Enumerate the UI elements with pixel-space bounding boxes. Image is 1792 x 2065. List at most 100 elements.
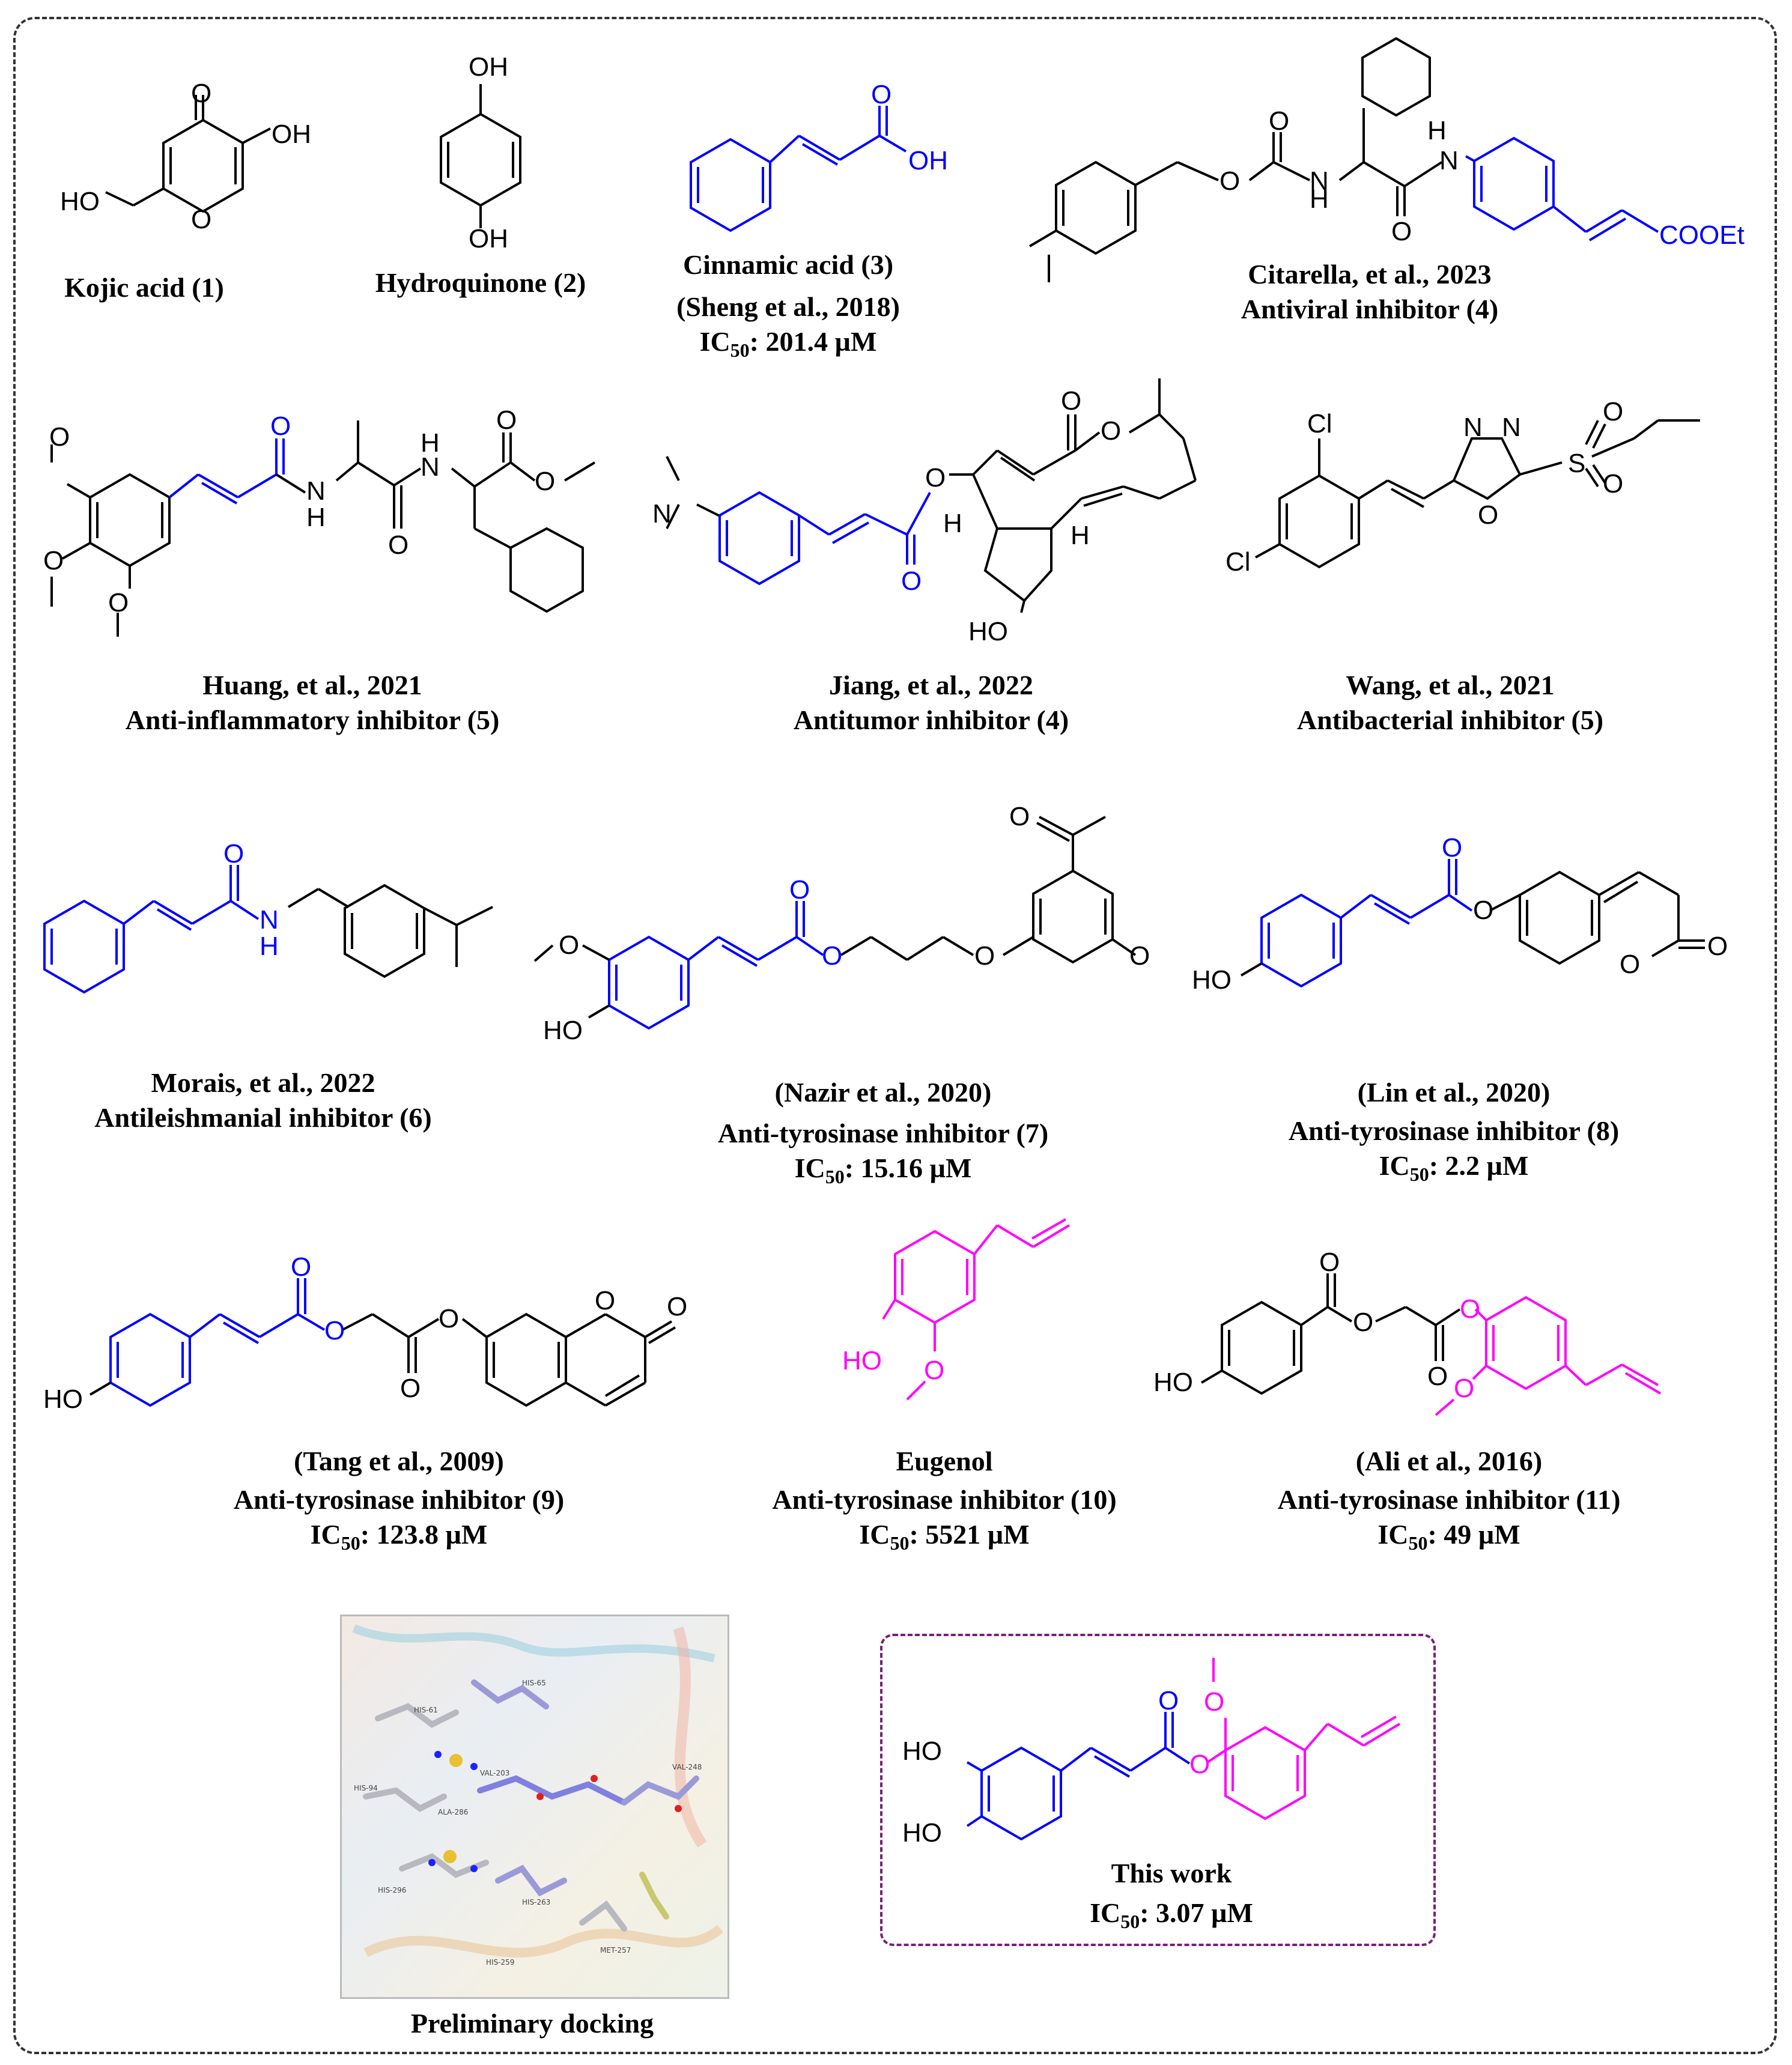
atom-cooet: COOEt — [1659, 220, 1745, 250]
atom-ho: HO — [43, 1384, 83, 1414]
atom-o: O — [1391, 217, 1412, 246]
atom-o: O — [789, 875, 810, 905]
caption-activity: Antibacterial inhibitor (5) — [1296, 705, 1604, 735]
atom-o: O — [1009, 802, 1030, 831]
atom-n: N — [1439, 146, 1459, 175]
structure-hydroquinone — [440, 84, 521, 228]
caption-activity: Antiviral inhibitor (4) — [1241, 294, 1499, 324]
atom-o: O — [1427, 1362, 1448, 1391]
ic50-value: : 5521 µM — [909, 1519, 1030, 1550]
caption-name: Eugenol — [896, 1446, 993, 1476]
residue-label: HIS-94 — [354, 1784, 378, 1792]
caption-activity: Anti-tyrosinase inhibitor (10) — [772, 1484, 1117, 1515]
atom-oh: OH — [469, 224, 508, 253]
caption-ic50: IC50: 2.2 µM — [1289, 1148, 1619, 1192]
caption-ic50: IC50: 201.4 µM — [676, 324, 900, 368]
caption-activity: Anti-inflammatory inhibitor (5) — [125, 705, 500, 735]
scheme-frame — [13, 17, 1777, 2054]
structure-jiang — [666, 456, 721, 529]
caption-activity: Anti-tyrosinase inhibitor (9) — [233, 1484, 565, 1515]
ic50-label: IC — [794, 1153, 825, 1183]
caption-reference: Huang, et al., 2021 — [202, 670, 422, 700]
atom-o: O — [49, 422, 70, 452]
caption-c11: (Ali et al., 2016) Anti-tyrosinase inhib… — [1278, 1444, 1621, 1560]
atom-o: O — [1269, 106, 1289, 136]
docking-caption: Preliminary docking — [410, 2008, 654, 2039]
residue-label: VAL-248 — [672, 1763, 702, 1771]
atom-o: O — [1158, 1686, 1179, 1715]
atom-o: O — [400, 1374, 421, 1403]
residue-label: MET-257 — [600, 1946, 631, 1954]
ic50-value: : 15.16 µM — [844, 1153, 972, 1183]
atom-o: O — [1319, 1248, 1340, 1277]
atom-ho: HO — [1192, 965, 1232, 995]
caption-ic50: IC50: 123.8 µM — [234, 1517, 564, 1560]
atom-h: H — [306, 503, 326, 532]
atom-o: O — [1454, 1374, 1474, 1403]
ic50-label: IC — [699, 326, 730, 357]
ic50-subscript: 50 — [730, 339, 750, 362]
structure-eugenol — [882, 1218, 1071, 1401]
structure-ali — [1200, 1273, 1461, 1395]
caption-name: Cinnamic acid (3) — [682, 249, 894, 280]
atom-cl: Cl — [1307, 409, 1332, 438]
caption-activity: Antileishmanial inhibitor (6) — [94, 1102, 432, 1133]
caption-reference: (Tang et al., 2009) — [294, 1446, 504, 1476]
atom-n: N — [1463, 413, 1483, 442]
atom-o: O — [1620, 950, 1640, 979]
atom-h: H — [260, 932, 279, 961]
caption-c1: Kojic acid (1) — [64, 270, 224, 305]
residue-label: ALA-286 — [438, 1808, 468, 1816]
atom-o: O — [925, 463, 946, 493]
atom-o: O — [1603, 397, 1623, 426]
atom-o: O — [496, 405, 517, 435]
atom-o: O — [1204, 1687, 1224, 1717]
caption-reference: Morais, et al., 2022 — [151, 1067, 375, 1098]
atom-o: O — [559, 930, 579, 960]
caption-c6: Morais, et al., 2022 Antileishmanial inh… — [94, 1066, 431, 1135]
atom-o: O — [1219, 166, 1240, 196]
caption-name: Hydroquinone (2) — [375, 267, 586, 298]
structure-lin — [1260, 859, 1473, 988]
atom-cl: Cl — [1226, 547, 1251, 577]
atom-ho: HO — [902, 1736, 942, 1766]
this-work-box — [880, 1634, 1436, 1946]
atom-o: O — [108, 588, 129, 617]
atom-oh: OH — [272, 120, 311, 149]
atom-n: N — [260, 905, 279, 935]
ic50-subscript: 50 — [1409, 1163, 1429, 1186]
ic50-label: IC — [310, 1519, 341, 1550]
ic50-value: : 2.2 µM — [1429, 1150, 1529, 1181]
atom-o: O — [439, 1304, 459, 1333]
atom-o: O — [1473, 896, 1493, 925]
caption-c7: (Nazir et al., 2020) Anti-tyrosinase inh… — [718, 1075, 1048, 1194]
caption-c4a: Citarella, et al., 2023 Antiviral inhibi… — [1241, 257, 1499, 327]
atom-o: O — [667, 1292, 687, 1321]
atom-o: O — [1061, 386, 1081, 416]
caption-c10: Eugenol Anti-tyrosinase inhibitor (10) I… — [772, 1444, 1116, 1560]
atom-o: O — [595, 1286, 615, 1315]
structure-kojic-acid — [105, 95, 271, 213]
caption-activity: Anti-tyrosinase inhibitor (11) — [1277, 1484, 1621, 1515]
caption-reference: (Lin et al., 2020) — [1357, 1077, 1551, 1108]
caption-c8: (Lin et al., 2020) Anti-tyrosinase inhib… — [1289, 1075, 1619, 1192]
atom-h: H — [1071, 521, 1090, 550]
caption-c5b: Wang, et al., 2021 Antibacterial inhibit… — [1297, 668, 1603, 738]
ic50-value: : 123.8 µM — [360, 1519, 488, 1550]
residue-label: HIS-259 — [486, 1958, 514, 1966]
atom-hn: H — [1310, 184, 1329, 214]
residue-label: HIS-65 — [522, 1679, 546, 1687]
atom-o: O — [1707, 932, 1728, 961]
caption-c5a: Huang, et al., 2021 Anti-inflammatory in… — [126, 668, 500, 738]
caption-this-work: This work IC50: 3.07 µM — [1090, 1856, 1253, 1939]
caption-ic50: IC50: 49 µM — [1278, 1517, 1621, 1560]
ic50-subscript: 50 — [341, 1532, 360, 1554]
structure-morais — [43, 865, 260, 994]
docking-image: HIS-61 HIS-65 VAL-203 VAL-248 HIS-94 ALA… — [340, 1615, 729, 1999]
ic50-value: : 3.07 µM — [1140, 1897, 1253, 1928]
atom-ho: HO — [902, 1818, 942, 1848]
caption-docking: Preliminary docking — [411, 2006, 654, 2041]
caption-reference: Wang, et al., 2021 — [1346, 670, 1555, 700]
atom-o: O — [974, 941, 995, 971]
